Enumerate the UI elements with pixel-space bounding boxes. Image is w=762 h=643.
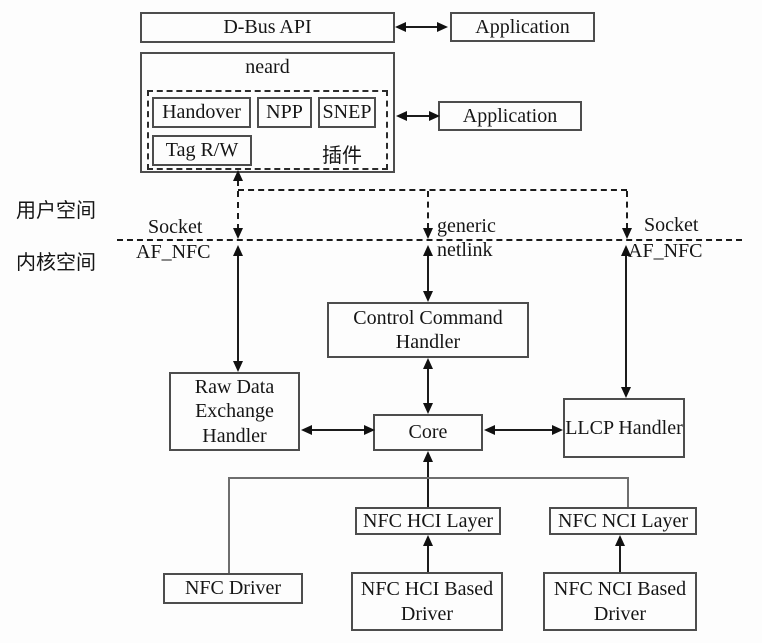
nci-layer-connector-line	[627, 478, 629, 507]
snep-box: SNEP	[318, 97, 376, 128]
application-mid-box: Application	[438, 101, 582, 131]
arrow-cch-core-up-head	[423, 358, 433, 369]
dashed-branch-line	[238, 189, 627, 191]
dbus-api-box: D-Bus API	[140, 12, 395, 43]
dashed-socket-left-line	[237, 180, 239, 230]
application-top-label: Application	[475, 15, 570, 38]
npp-box: NPP	[257, 97, 312, 128]
arrow-neard-application-line	[404, 115, 430, 117]
arrow-netlink-cch-line	[427, 253, 429, 293]
arrow-neard-application-left-head	[396, 111, 407, 121]
nfc-hci-based-driver-box: NFC HCI Based Driver	[351, 572, 503, 631]
user-space-label: 用户空间	[16, 200, 96, 222]
af-nfc-left-label: AF_NFC	[136, 241, 211, 263]
arrow-netlink-cch-up-head	[423, 245, 433, 256]
arrow-hcibased-hcilayer-up-head	[423, 535, 433, 546]
arrow-afnfc-rawdata-line	[237, 253, 239, 363]
arrow-rawdata-core-left-head	[301, 425, 312, 435]
dashed-netlink-down-head	[423, 228, 433, 239]
nfc-driver-label: NFC Driver	[184, 577, 282, 600]
socket-right-label: Socket	[644, 214, 699, 236]
dashed-socket-left-down-head	[233, 228, 243, 239]
arrow-cch-core-line	[427, 366, 429, 406]
dbus-api-label: D-Bus API	[223, 16, 312, 39]
arrow-afnfc-rawdata-down-head	[233, 361, 243, 372]
arrow-netlink-cch-down-head	[423, 291, 433, 302]
nfc-hci-layer-box: NFC HCI Layer	[355, 507, 501, 535]
control-command-handler-box: Control Command Handler	[327, 302, 529, 358]
arrow-neard-application-right-head	[429, 111, 440, 121]
application-top-box: Application	[450, 12, 595, 42]
arrow-hcibased-hcilayer-line	[427, 544, 429, 572]
socket-left-label: Socket	[148, 216, 203, 238]
core-label: Core	[408, 421, 448, 444]
netlink-label: netlink	[437, 239, 493, 261]
nfc-nci-layer-box: NFC NCI Layer	[549, 507, 697, 535]
tag-rw-label: Tag R/W	[165, 139, 239, 162]
arrow-dbus-application-line	[404, 26, 438, 28]
raw-data-exchange-handler-box: Raw Data Exchange Handler	[169, 372, 300, 451]
dashed-socket-right-line	[626, 191, 628, 229]
arrow-afnfc-llcp-line	[625, 253, 627, 389]
nfc-driver-connector-line	[228, 478, 230, 573]
neard-label: neard	[245, 56, 290, 78]
plugin-label: 插件	[322, 145, 362, 167]
driver-branch-line	[228, 477, 629, 479]
raw-data-exchange-handler-label: Raw Data Exchange Handler	[194, 375, 275, 447]
arrow-rawdata-core-right-head	[364, 425, 375, 435]
dashed-socket-right-down-head	[622, 228, 632, 239]
arrow-cch-core-down-head	[423, 403, 433, 414]
core-box: Core	[373, 414, 483, 451]
arrow-rawdata-core-line	[309, 429, 365, 431]
arrow-dbus-application-left-head	[395, 22, 406, 32]
control-command-handler-label: Control Command Handler	[353, 306, 503, 353]
arrow-ncibased-ncilayer-up-head	[615, 535, 625, 546]
llcp-handler-box: LLCP Handler	[563, 398, 685, 458]
nfc-nci-layer-label: NFC NCI Layer	[558, 509, 688, 532]
nfc-driver-box: NFC Driver	[163, 573, 303, 604]
npp-label: NPP	[266, 101, 303, 124]
arrow-core-llcp-left-head	[484, 425, 495, 435]
arrow-afnfc-rawdata-up-head	[233, 245, 243, 256]
kernel-space-label: 内核空间	[16, 252, 96, 274]
nfc-hci-layer-label: NFC HCI Layer	[363, 509, 493, 532]
handover-box: Handover	[152, 97, 251, 128]
arrow-hcilayer-core-up-head	[423, 451, 433, 462]
tag-rw-box: Tag R/W	[152, 135, 252, 166]
arrow-afnfc-llcp-up-head	[621, 245, 631, 256]
application-mid-label: Application	[462, 104, 558, 127]
af-nfc-right-label: AF_NFC	[628, 240, 703, 262]
dashed-socket-left-up-head	[233, 170, 243, 181]
generic-label: generic	[437, 215, 496, 237]
dashed-netlink-line	[427, 191, 429, 229]
nfc-nci-based-driver-box: NFC NCI Based Driver	[543, 572, 697, 631]
handover-label: Handover	[162, 101, 241, 124]
arrow-ncibased-ncilayer-line	[619, 544, 621, 572]
arrow-core-llcp-line	[491, 429, 553, 431]
llcp-handler-label: LLCP Handler	[565, 416, 683, 439]
plugin-group-box	[147, 90, 388, 170]
nfc-hci-based-driver-label: NFC HCI Based Driver	[360, 578, 494, 625]
nfc-nci-based-driver-label: NFC NCI Based Driver	[553, 578, 687, 625]
user-kernel-separator-line	[117, 239, 742, 241]
arrow-hcilayer-core-line	[427, 459, 429, 507]
arrow-dbus-application-right-head	[437, 22, 448, 32]
arrow-afnfc-llcp-down-head	[621, 387, 631, 398]
arrow-core-llcp-right-head	[552, 425, 563, 435]
snep-label: SNEP	[322, 101, 372, 124]
